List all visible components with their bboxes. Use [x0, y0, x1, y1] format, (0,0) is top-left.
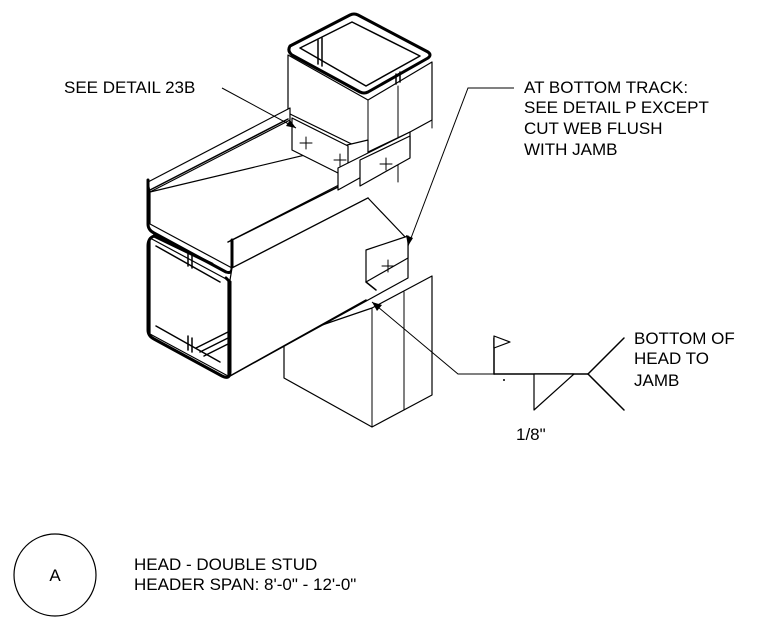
angle-plate-upper — [359, 135, 411, 187]
screw-mark — [299, 136, 313, 150]
detail-title-block: A HEAD - DOUBLE STUD HEADER SPAN: 8'-0" … — [13, 533, 356, 617]
callout-see-detail-23b: SEE DETAIL 23B — [64, 78, 195, 97]
leader-detail-23b — [221, 87, 297, 129]
angle-plate-lower — [365, 235, 409, 283]
callout-weld-line3: JAMB — [634, 371, 679, 390]
jamb-upper-body — [287, 54, 433, 153]
leader-lines — [221, 87, 514, 375]
field-weld-flag — [493, 335, 511, 349]
callout-bottom-track-line2: SEE DETAIL P EXCEPT — [524, 98, 709, 117]
weld-symbol — [493, 335, 625, 411]
detail-letter: A — [49, 566, 61, 585]
detail-title: HEAD - DOUBLE STUD — [134, 555, 317, 574]
callout-bottom-track-line3: CUT WEB FLUSH — [524, 119, 663, 138]
jamb-top-opening — [287, 12, 432, 95]
detail-subtitle: HEADER SPAN: 8'-0" - 12'-0" — [134, 575, 356, 594]
callout-bottom-track-line4: WITH JAMB — [524, 140, 618, 159]
screw-mark — [379, 157, 393, 171]
callout-bottom-track-line1: AT BOTTOM TRACK: — [524, 78, 688, 97]
detail-marker-circle — [13, 533, 97, 617]
weld-size-label: 1/8" — [516, 425, 546, 444]
callout-weld-line2: HEAD TO — [634, 349, 709, 368]
screw-mark — [333, 153, 347, 167]
lower-header-track — [146, 197, 409, 379]
weld-tail-lower — [587, 373, 625, 411]
weld-tail-upper — [587, 337, 625, 375]
leader-weld — [371, 301, 494, 375]
lower-track-outline — [146, 234, 232, 379]
fillet-weld-triangle — [533, 373, 575, 411]
screw-mark — [381, 259, 395, 273]
jamb-stud — [283, 12, 433, 428]
callout-weld-line1: BOTTOM OF — [634, 329, 735, 348]
leader-bottom-track — [407, 87, 514, 247]
